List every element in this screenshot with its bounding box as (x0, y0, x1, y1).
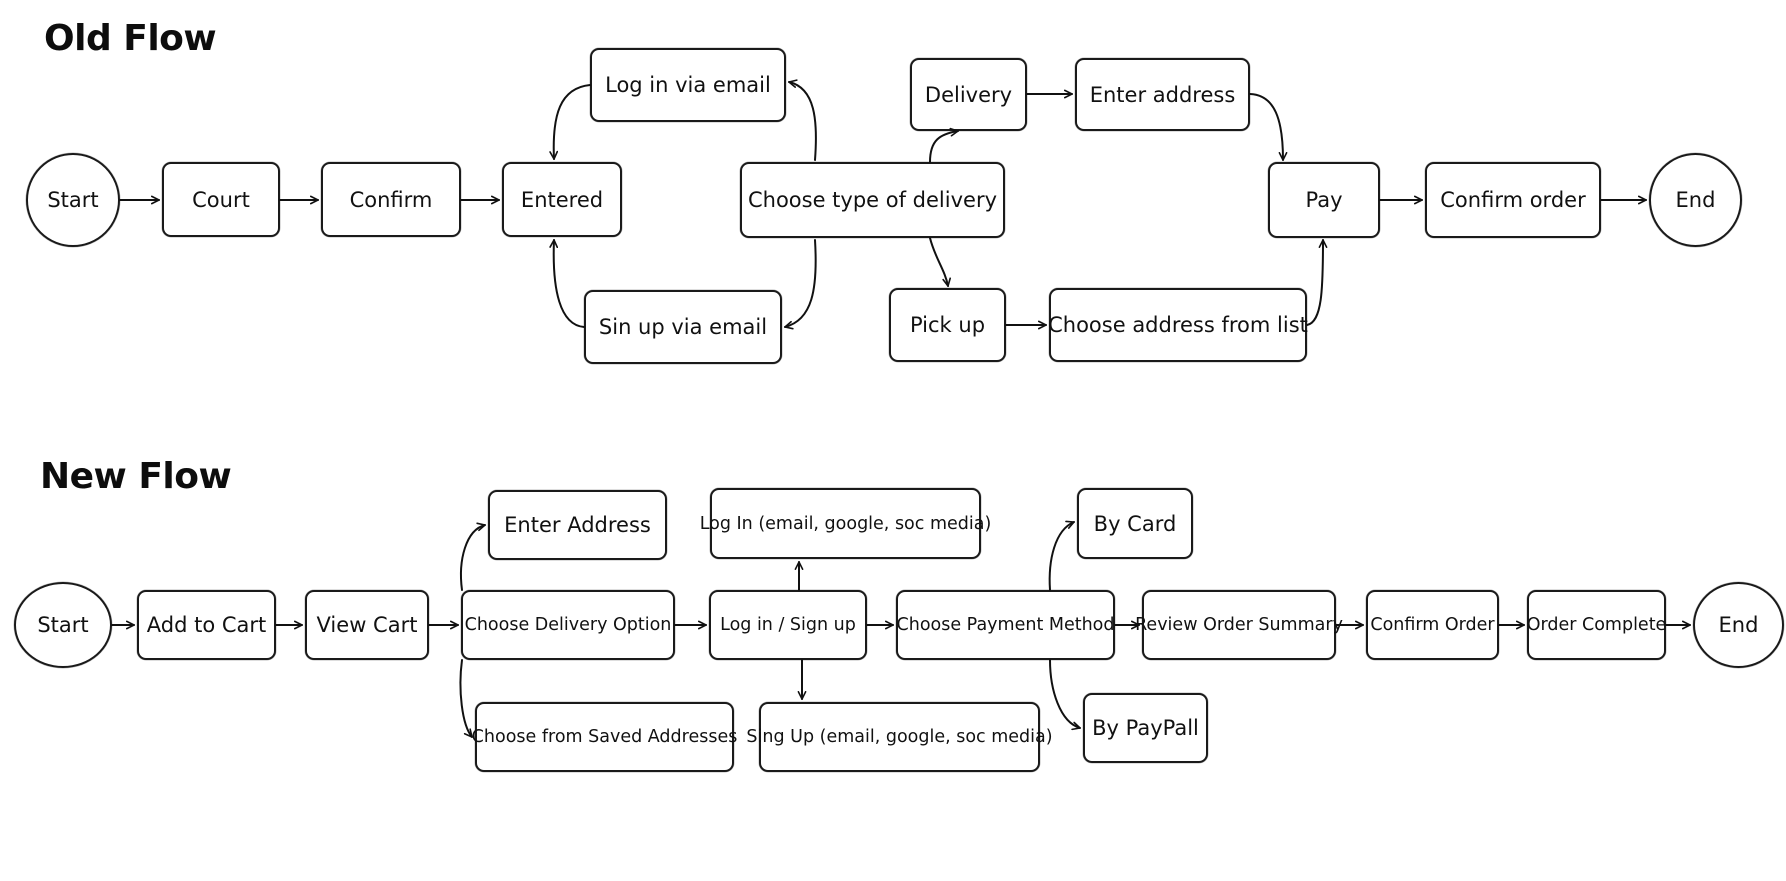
old-court-node: Court (162, 162, 280, 237)
old-pay-node: Pay (1268, 162, 1380, 238)
old-confirm-order-node: Confirm order (1425, 162, 1601, 238)
old-edge-enteraddress-pay (1249, 93, 1288, 161)
old-edge-login-entered (549, 84, 591, 160)
old-edge-signup-entered (549, 239, 585, 328)
new-by-paypal-node: By PayPall (1083, 693, 1208, 763)
new-confirm-order-node: Confirm Order (1366, 590, 1499, 660)
old-pick-up-node: Pick up (889, 288, 1006, 362)
new-add-to-cart-node: Add to Cart (137, 590, 276, 660)
old-edge-choose-delivery (929, 127, 959, 163)
new-end-node: End (1693, 582, 1784, 668)
new-start-node: Start (14, 582, 112, 668)
old-edge-choose-signup (784, 239, 817, 330)
new-login-signup-node: Log in / Sign up (709, 590, 867, 660)
old-delivery-node: Delivery (910, 58, 1027, 131)
new-edge-payment-paypal (1049, 659, 1081, 731)
new-edge-delivery-saved (459, 659, 473, 738)
new-by-card-node: By Card (1077, 488, 1193, 559)
old-entered-node: Entered (502, 162, 622, 237)
new-choose-delivery-option-node: Choose Delivery Option (461, 590, 675, 660)
old-confirm-node: Confirm (321, 162, 461, 237)
new-edge-payment-card (1048, 520, 1075, 591)
old-end-node: End (1649, 153, 1742, 247)
old-flow-title: Old Flow (44, 18, 217, 59)
old-choose-address-list-node: Choose address from list (1048, 288, 1308, 362)
new-view-cart-node: View Cart (305, 590, 429, 660)
new-enter-address-node: Enter Address (488, 490, 667, 560)
old-signup-email-node: Sin up via email (584, 290, 782, 364)
old-edge-choose-pickup (929, 237, 952, 287)
old-enter-address-node: Enter address (1075, 58, 1250, 131)
old-start-node: Start (26, 153, 120, 247)
new-login-options-node: Log In (email, google, soc media) (700, 488, 991, 559)
old-edge-chooseaddress-pay (1306, 239, 1328, 326)
new-signup-options-node: Sing Up (email, google, soc media) (746, 702, 1053, 772)
new-edge-delivery-enteraddress (460, 522, 486, 591)
old-choose-delivery-type-node: Choose type of delivery (740, 162, 1005, 238)
new-flow-title: New Flow (40, 456, 232, 497)
new-choose-payment-method-node: Choose Payment Method (896, 590, 1115, 660)
old-login-email-node: Log in via email (590, 48, 786, 122)
old-edge-choose-login (788, 79, 817, 161)
new-review-order-summary-node: Review Order Summary (1135, 590, 1343, 660)
new-order-complete-node: Order Complete (1527, 590, 1666, 660)
new-saved-addresses-node: Choose from Saved Addresses (472, 702, 737, 772)
